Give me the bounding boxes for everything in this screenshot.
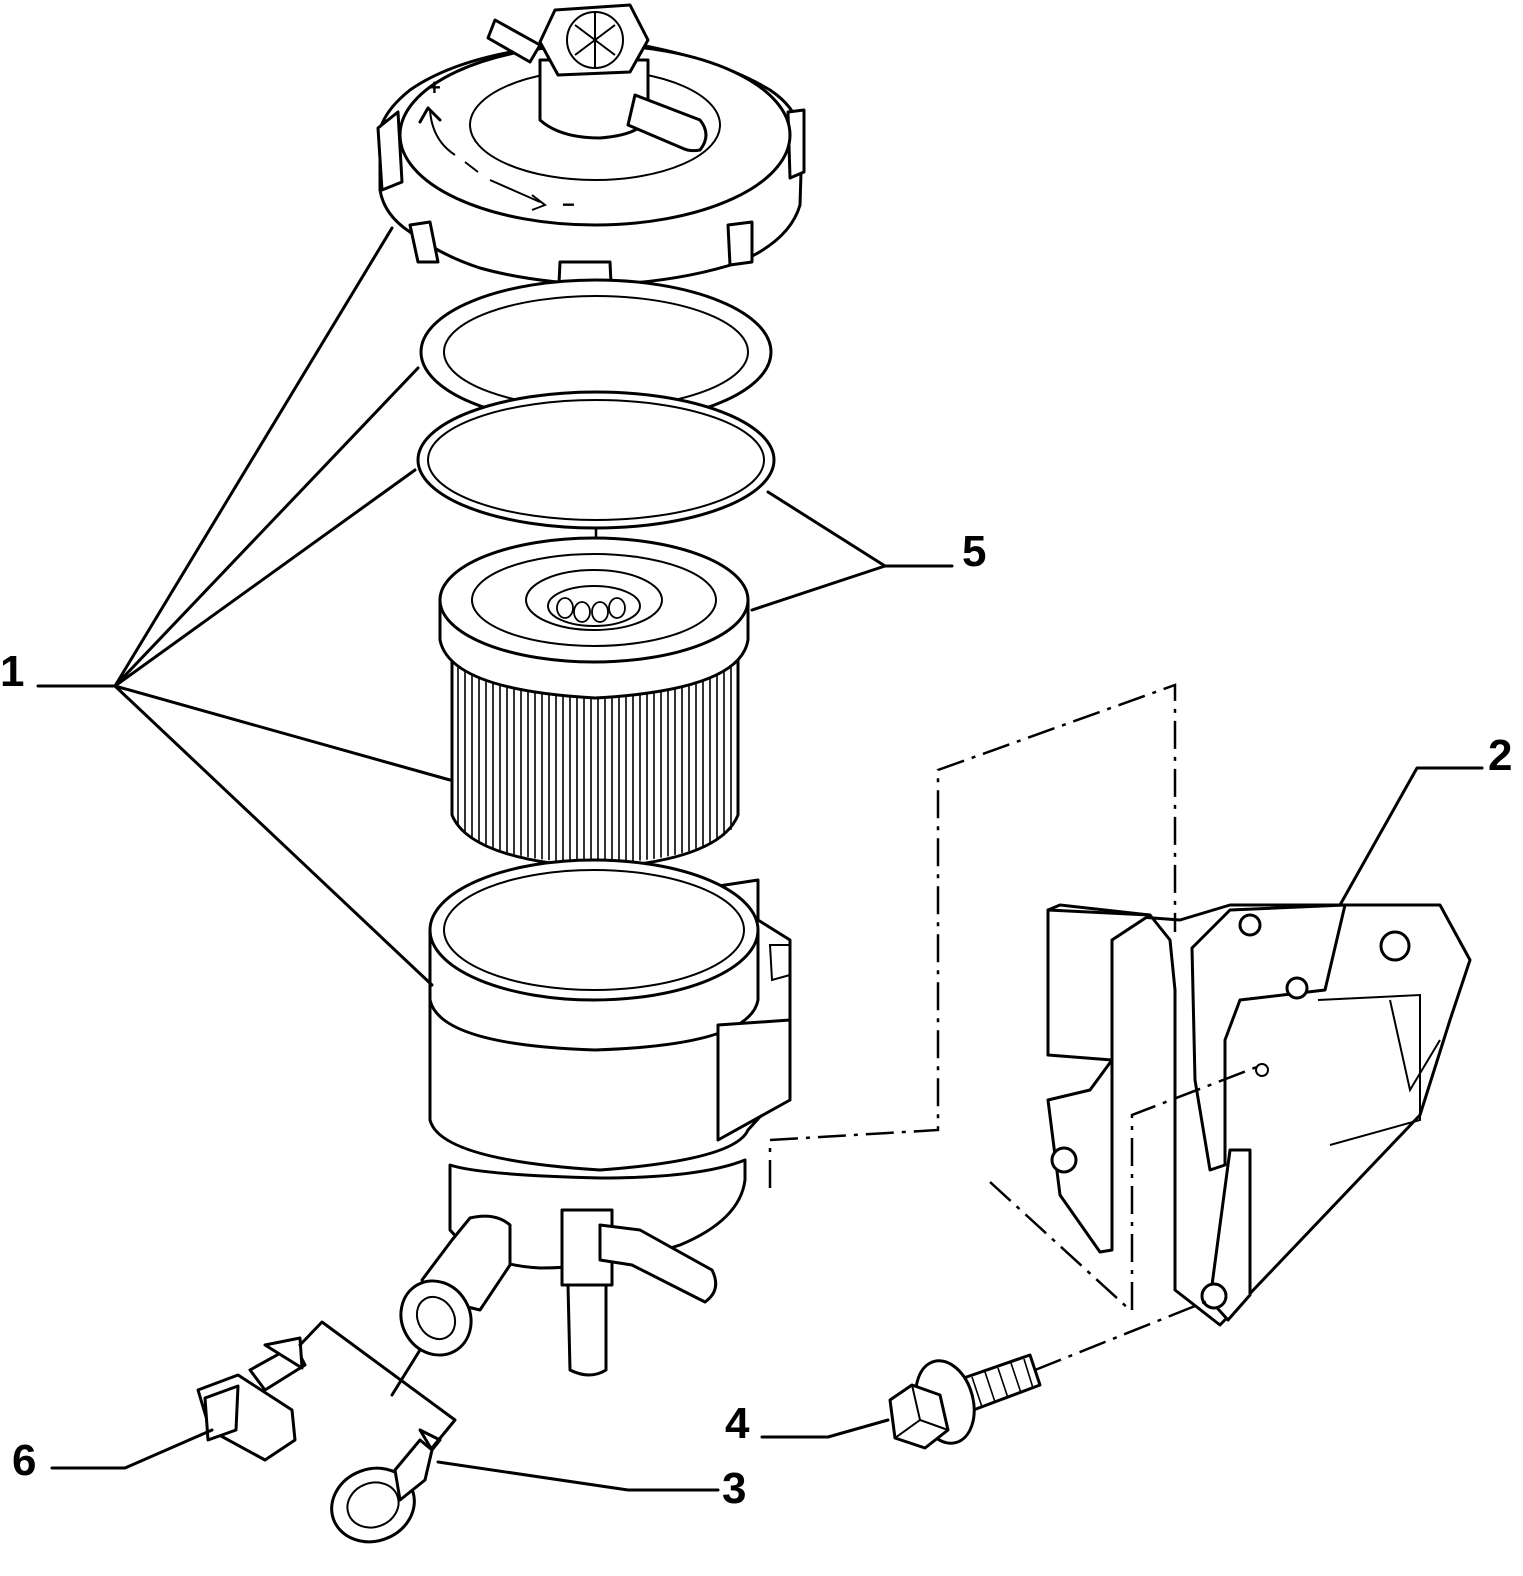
drain-plug (196, 1336, 307, 1462)
callout-5: 5 (962, 527, 986, 576)
filter-cartridge (438, 536, 750, 870)
filter-head-cap: + − (376, 3, 806, 382)
filter-pleats (457, 664, 732, 863)
assembly-line-bowl-bracket (768, 683, 1177, 1188)
bracket-line-sensor-plug (298, 1320, 457, 1450)
cap-minus-symbol: − (562, 192, 575, 217)
bracket-line-to-outlet (390, 1348, 422, 1397)
callout-4: 4 (725, 1399, 750, 1448)
assembly-line-bracket-inner (1130, 1063, 1263, 1310)
cap-plus-symbol: + (428, 75, 441, 100)
filter-bowl (399, 858, 792, 1377)
water-sensor (330, 1428, 442, 1544)
callout-6: 6 (12, 1436, 36, 1485)
callout-1: 1 (0, 647, 24, 696)
leader-lines (36, 226, 1484, 1492)
assembly-line-bracket-hole (989, 1181, 1131, 1311)
callout-3: 3 (722, 1464, 746, 1513)
assembly-line-bolt (1034, 1298, 1211, 1372)
mounting-bracket (1046, 903, 1472, 1327)
lower-o-ring (416, 390, 776, 530)
mounting-bolt (888, 1353, 1042, 1450)
callout-2: 2 (1488, 731, 1512, 780)
